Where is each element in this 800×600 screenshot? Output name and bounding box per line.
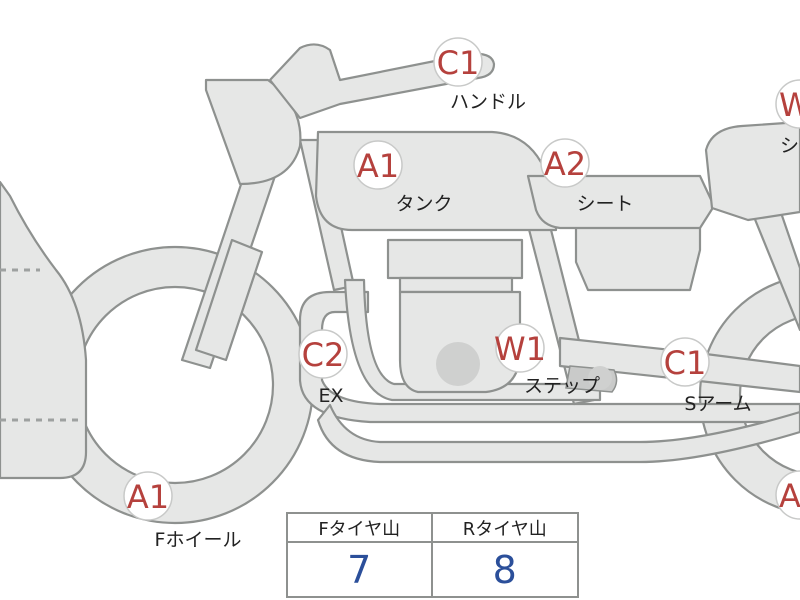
marker-right-bottom: A	[775, 470, 800, 520]
marker-handle: C1 ハンドル	[433, 37, 526, 113]
marker-tank: A1 タンク	[353, 140, 453, 215]
marker-swingarm: C1 Sアーム	[660, 337, 752, 415]
marker-handle-label: ハンドル	[450, 91, 526, 113]
marker-step-label: ステップ	[524, 375, 600, 397]
front-tire-header: Fタイヤ山	[288, 514, 433, 543]
front-tire-value: 7	[288, 543, 433, 596]
marker-handle-grade: C1	[437, 44, 480, 82]
marker-front-wheel-label: Fホイール	[155, 529, 242, 551]
rear-wheel-shape	[698, 275, 800, 515]
rear-tire-value: 8	[492, 547, 517, 592]
marker-right-bottom-grade: A	[779, 477, 800, 515]
marker-swingarm-label: Sアーム	[684, 393, 751, 415]
marker-seat-label: シート	[576, 193, 633, 215]
marker-step-grade: W1	[494, 330, 546, 368]
marker-ex-label: EX	[318, 385, 343, 407]
marker-swingarm-grade: C1	[664, 344, 707, 382]
front-fender	[0, 180, 88, 480]
rear-cover	[574, 220, 702, 292]
step-bar	[565, 365, 618, 393]
tire-tread-table: Fタイヤ山 Rタイヤ山 7 8	[286, 512, 579, 598]
fuel-tank	[314, 130, 558, 232]
marker-front-wheel-grade: A1	[127, 478, 169, 516]
marker-tank-label: タンク	[395, 193, 452, 215]
marker-ex-grade: C2	[302, 336, 345, 374]
marker-seat-grade: A2	[544, 145, 586, 183]
fork-lower	[194, 238, 264, 362]
rear-tire-header: Rタイヤ山	[432, 514, 577, 543]
marker-step: W1 ステップ	[494, 323, 600, 397]
marker-front-wheel: A1 Fホイール	[123, 471, 242, 551]
marker-ex: C2 EX	[298, 329, 348, 407]
marker-seat: A2 シート	[540, 138, 634, 215]
marker-right-top: W シ	[775, 79, 800, 157]
tail-section	[704, 120, 800, 222]
marker-tank-grade: A1	[357, 147, 399, 185]
marker-right-top-grade: W	[779, 86, 800, 124]
marker-right-top-label: シ	[780, 135, 799, 157]
engine-block	[386, 238, 524, 394]
seat-shape	[526, 174, 716, 230]
